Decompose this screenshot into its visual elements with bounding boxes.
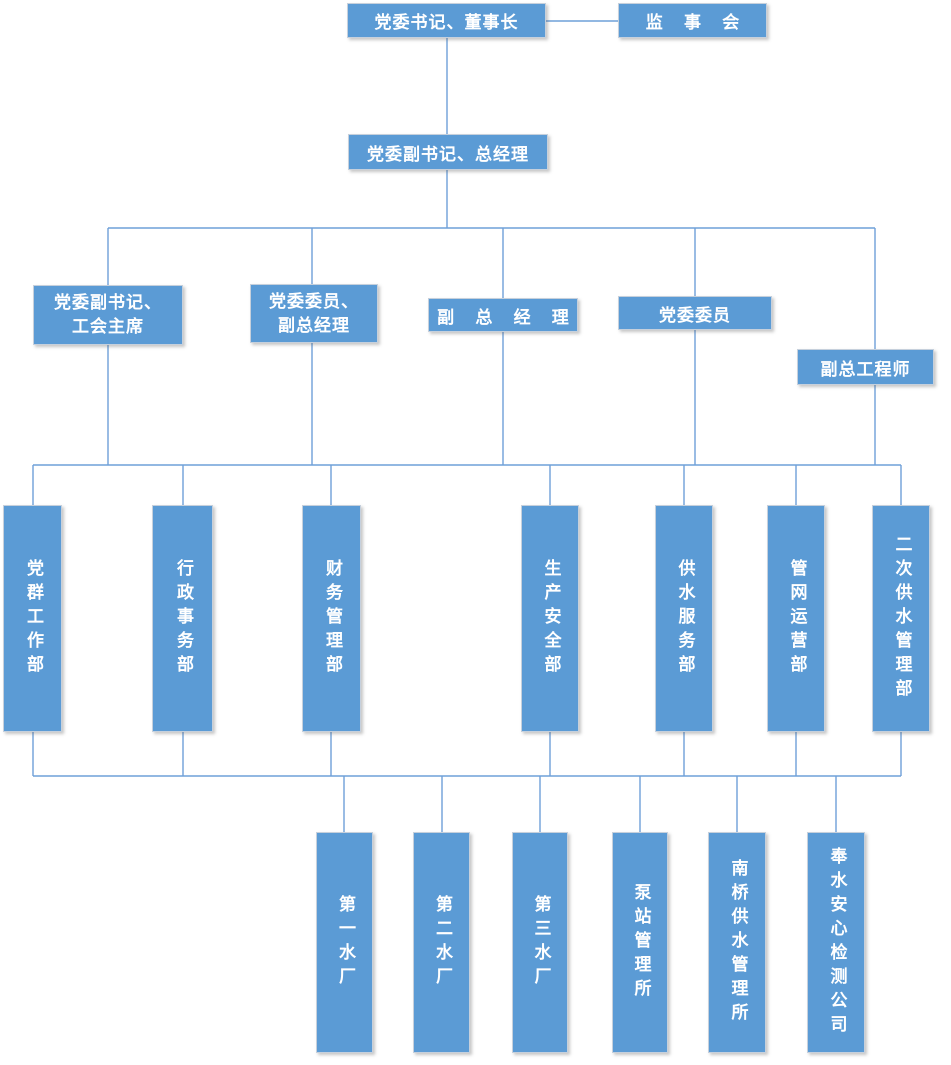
node-label: 第二水厂 xyxy=(432,894,452,991)
node-label: 泵站管理所 xyxy=(630,882,651,1003)
node-supervisory-board: 监 事 会 xyxy=(618,3,767,38)
node-no2-water-plant: 第二水厂 xyxy=(413,832,470,1053)
node-no3-water-plant: 第三水厂 xyxy=(512,832,568,1053)
node-label: 二次供水管理部 xyxy=(891,534,912,703)
node-label: 党委委员 xyxy=(659,305,731,326)
node-label: 党委副书记、总经理 xyxy=(367,144,529,165)
node-deputy-chief-engineer: 副总工程师 xyxy=(797,349,934,385)
node-label: 财务管理部 xyxy=(322,558,342,679)
node-financial-management-dept: 财务管理部 xyxy=(302,505,361,732)
node-label: 管网运营部 xyxy=(786,558,807,679)
node-party-committee-member: 党委委员 xyxy=(618,296,772,330)
node-label: 供水服务部 xyxy=(674,558,695,679)
node-pipe-network-operation-dept: 管网运营部 xyxy=(767,505,825,732)
node-deputy-general-manager: 副 总 经 理 xyxy=(428,298,578,332)
node-label: 第三水厂 xyxy=(530,894,551,991)
node-label-line1: 党委委员、 xyxy=(269,291,359,312)
node-committee-member-deputy-gm: 党委委员、 副总经理 xyxy=(250,284,378,343)
node-general-manager: 党委副书记、总经理 xyxy=(348,134,548,170)
node-label-line1: 党委副书记、 xyxy=(54,293,162,313)
node-label: 行政事务部 xyxy=(173,558,193,679)
node-label: 副 总 经 理 xyxy=(437,307,577,328)
node-no1-water-plant: 第一水厂 xyxy=(316,832,373,1053)
node-label: 副总工程师 xyxy=(820,359,911,380)
node-label: 生产安全部 xyxy=(540,558,561,679)
node-deputy-secretary-union-chair: 党委副书记、 工会主席 xyxy=(33,285,183,345)
node-label-line2: 工会主席 xyxy=(72,317,144,337)
node-nanqiao-water-supply-management-office: 南桥供水管理所 xyxy=(708,832,766,1053)
node-label: 第一水厂 xyxy=(335,894,355,991)
node-water-supply-service-dept: 供水服务部 xyxy=(655,505,713,732)
node-label: 监 事 会 xyxy=(645,13,747,33)
node-fengshui-anxin-testing-company: 奉水安心检测公司 xyxy=(807,832,865,1053)
node-label: 党委书记、董事长 xyxy=(374,13,519,33)
node-label: 党群工作部 xyxy=(23,558,43,679)
node-party-mass-work-dept: 党群工作部 xyxy=(3,505,62,732)
node-chairman: 党委书记、董事长 xyxy=(347,3,546,38)
node-label-line2: 副总经理 xyxy=(278,315,350,336)
node-production-safety-dept: 生产安全部 xyxy=(521,505,579,732)
node-pump-station-management-office: 泵站管理所 xyxy=(612,832,668,1053)
node-label: 奉水安心检测公司 xyxy=(826,846,847,1039)
node-administrative-affairs-dept: 行政事务部 xyxy=(152,505,213,732)
node-secondary-water-supply-management-dept: 二次供水管理部 xyxy=(872,505,930,732)
node-label: 南桥供水管理所 xyxy=(727,858,748,1027)
